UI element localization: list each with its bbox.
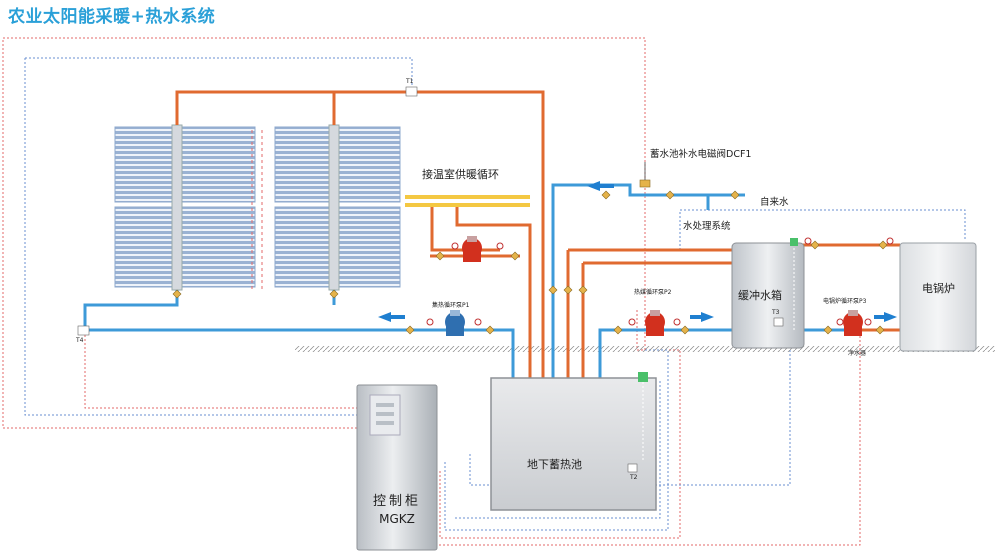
sensor-t4 [77, 325, 90, 336]
label-water-treatment: 水处理系统 [683, 221, 731, 232]
label-pump-p1: 集热循环泵P1 [432, 302, 470, 309]
label-water-heater-small: 净水器 [848, 350, 867, 357]
storage-pool [490, 372, 657, 511]
label-t2: T2 [630, 474, 638, 481]
label-greenhouse-loop: 接温室供暖循环 [422, 168, 499, 181]
label-tap-water: 自来水 [760, 197, 789, 208]
label-buffer-tank: 缓冲水箱 [738, 289, 782, 302]
solar-collector-array [114, 124, 401, 291]
solenoid-valve-dcf1 [639, 162, 651, 188]
flow-arrows [378, 181, 897, 322]
label-storage-pool: 地下蓄热池 [527, 458, 582, 471]
buffer-tank [731, 238, 805, 349]
ground-line [295, 346, 995, 352]
label-boiler: 电锅炉 [922, 282, 955, 295]
pump-p1 [445, 310, 465, 336]
label-pump-p2: 热媒循环泵P2 [634, 289, 672, 296]
diagram-title: 农业太阳能采暖+热水系统 [8, 7, 216, 27]
pump-greenhouse [462, 236, 482, 262]
pump-p3 [843, 310, 863, 336]
gauges [426, 237, 894, 326]
label-t1: T1 [406, 78, 414, 85]
label-pump-p3: 电锅炉循环泵P3 [823, 298, 867, 305]
valves [172, 190, 888, 335]
signal-wires [2, 37, 966, 546]
control-cabinet [356, 384, 438, 551]
label-control-model: MGKZ [379, 512, 415, 526]
pump-p2 [645, 310, 665, 336]
label-t4: T4 [76, 337, 84, 344]
greenhouse-pipes [405, 195, 530, 207]
label-t3: T3 [772, 309, 780, 316]
electric-boiler [899, 242, 977, 352]
sensor-t1 [405, 86, 418, 97]
label-dcf1: 蓄水池补水电磁阀DCF1 [650, 149, 752, 160]
label-control-cabinet: 控制柜 [372, 494, 421, 509]
